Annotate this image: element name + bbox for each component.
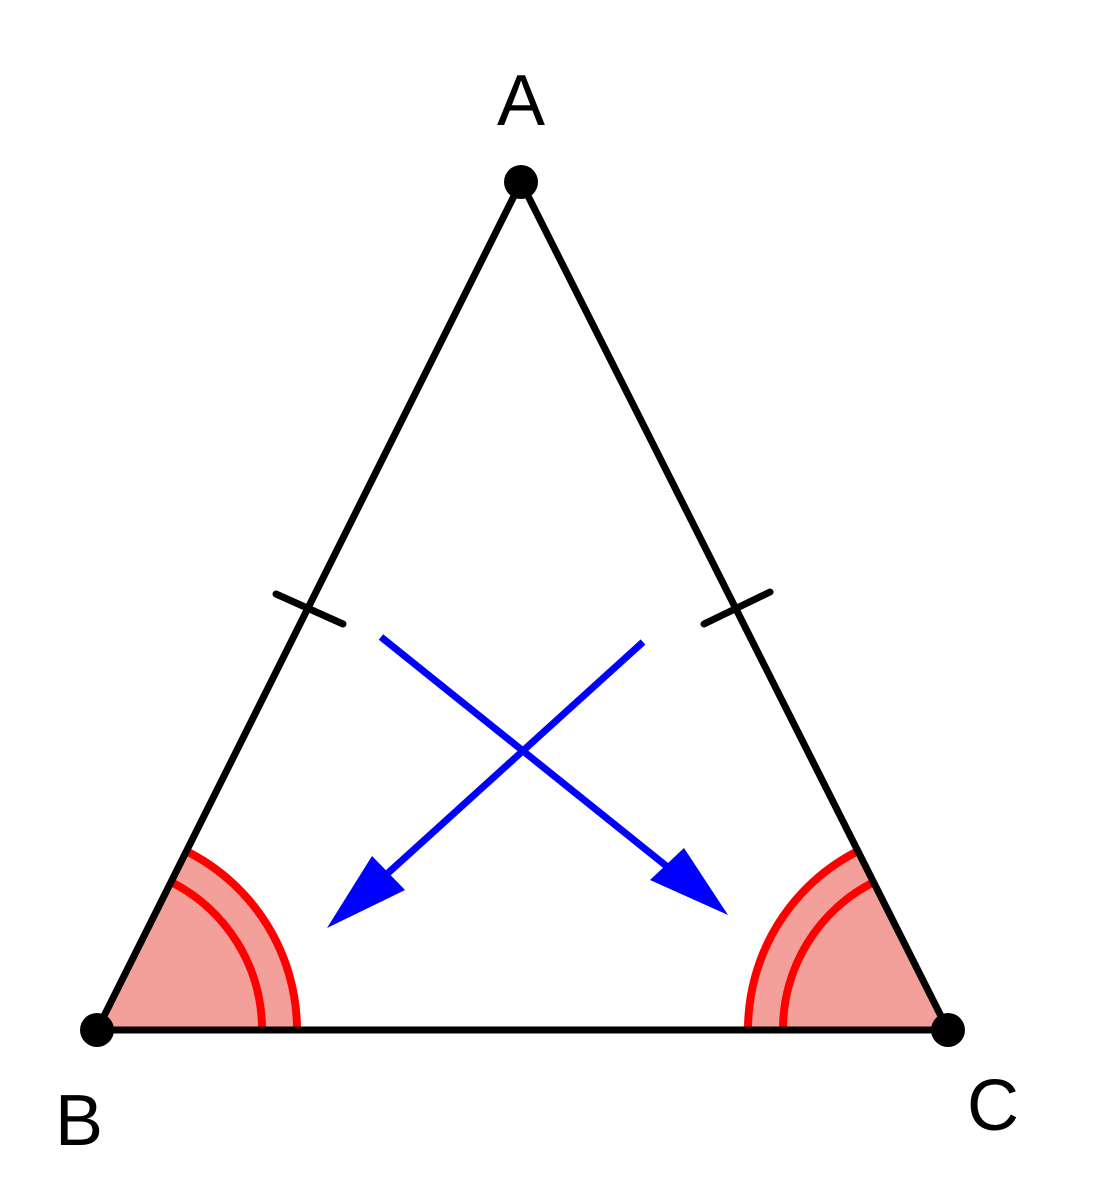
vertex-a-label: A bbox=[497, 61, 545, 141]
arrowhead-c bbox=[650, 848, 728, 915]
arrow-to-b-icon bbox=[353, 639, 646, 905]
angle-c-fill bbox=[747, 851, 948, 1030]
tick-mark-ab bbox=[272, 590, 347, 628]
arrowhead-b bbox=[327, 856, 405, 928]
tick-mark-ac bbox=[700, 588, 774, 628]
vertex-c-point bbox=[931, 1013, 965, 1047]
vertex-b-label: B bbox=[55, 1081, 103, 1161]
angle-b-inner-arc bbox=[169, 878, 267, 1031]
angle-b-outer-arc bbox=[184, 847, 301, 1031]
vertex-c-label: C bbox=[967, 1066, 1019, 1146]
angle-c-inner-arc bbox=[778, 878, 876, 1031]
arrow-to-c-icon bbox=[378, 634, 703, 896]
vertex-b-point bbox=[80, 1013, 114, 1047]
angle-b-fill bbox=[97, 851, 297, 1030]
angle-c-outer-arc bbox=[743, 847, 860, 1031]
vertex-a-point bbox=[504, 165, 538, 199]
